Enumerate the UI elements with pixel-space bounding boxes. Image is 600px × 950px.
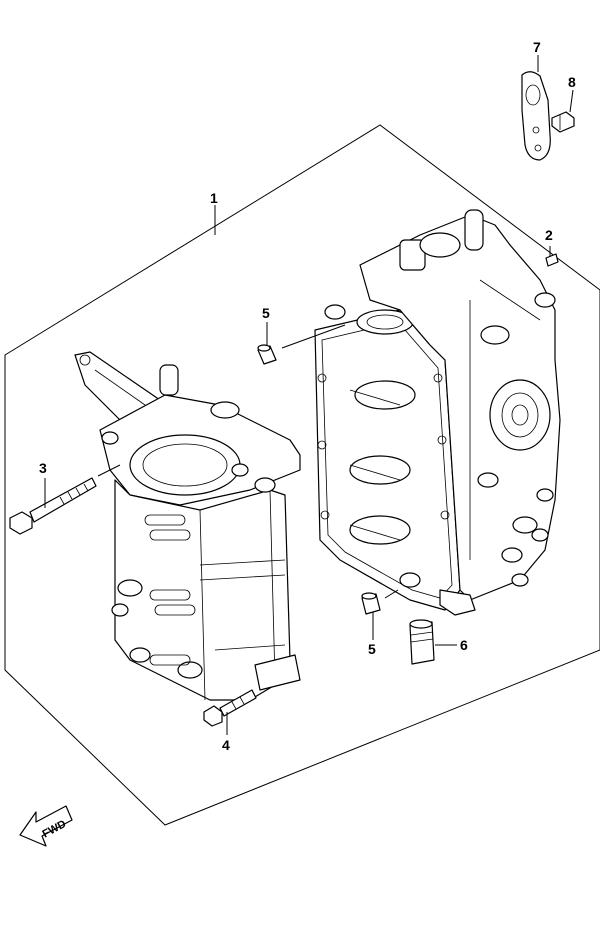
callout-8: 8: [568, 74, 576, 90]
part-5-dowel-upper: [257, 344, 277, 365]
callout-5-lower: 5: [368, 641, 376, 657]
callout-5-upper: 5: [262, 305, 270, 321]
part-6-fitting: [409, 619, 435, 665]
crankcase-left-half: [74, 351, 301, 701]
callout-2: 2: [545, 227, 553, 243]
callout-3: 3: [39, 460, 47, 476]
part-7-bracket: [521, 71, 551, 161]
part-4-bolt: [203, 689, 257, 727]
leader-lines: [44, 55, 574, 735]
cylinder-block-right-half: [314, 209, 561, 616]
callout-1: 1: [210, 190, 218, 206]
part-8-bolt: [551, 111, 575, 133]
part-2-pin: [545, 253, 559, 267]
callout-6: 6: [460, 637, 468, 653]
callout-4: 4: [222, 737, 230, 753]
forward-direction-arrow: FWD: [19, 805, 73, 847]
part-3-long-bolt: [9, 477, 97, 535]
callout-7: 7: [533, 39, 541, 55]
assembly-boundary: [4, 124, 600, 826]
part-5-dowel-lower: [361, 592, 381, 615]
